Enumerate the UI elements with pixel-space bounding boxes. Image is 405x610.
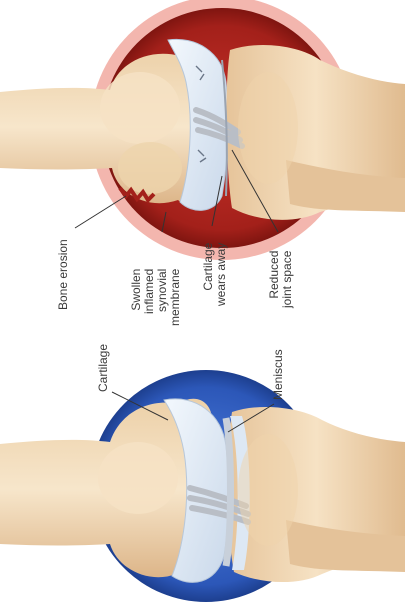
label-meniscus: Meniscus: [272, 349, 285, 400]
label-swollen-synovial-membrane: Swollen inflamed synovial membrane: [130, 269, 182, 326]
label-cartilage: Cartilage: [97, 344, 110, 392]
label-cartilage-wears-away: Cartilage wears away: [202, 243, 228, 306]
bone-erosion-leader: [75, 196, 126, 228]
healthy-knee: [0, 370, 405, 602]
arthritic-knee: [0, 0, 405, 260]
label-bone-erosion: Bone erosion: [57, 239, 70, 310]
label-reduced-joint-space: Reduced joint space: [268, 251, 294, 308]
